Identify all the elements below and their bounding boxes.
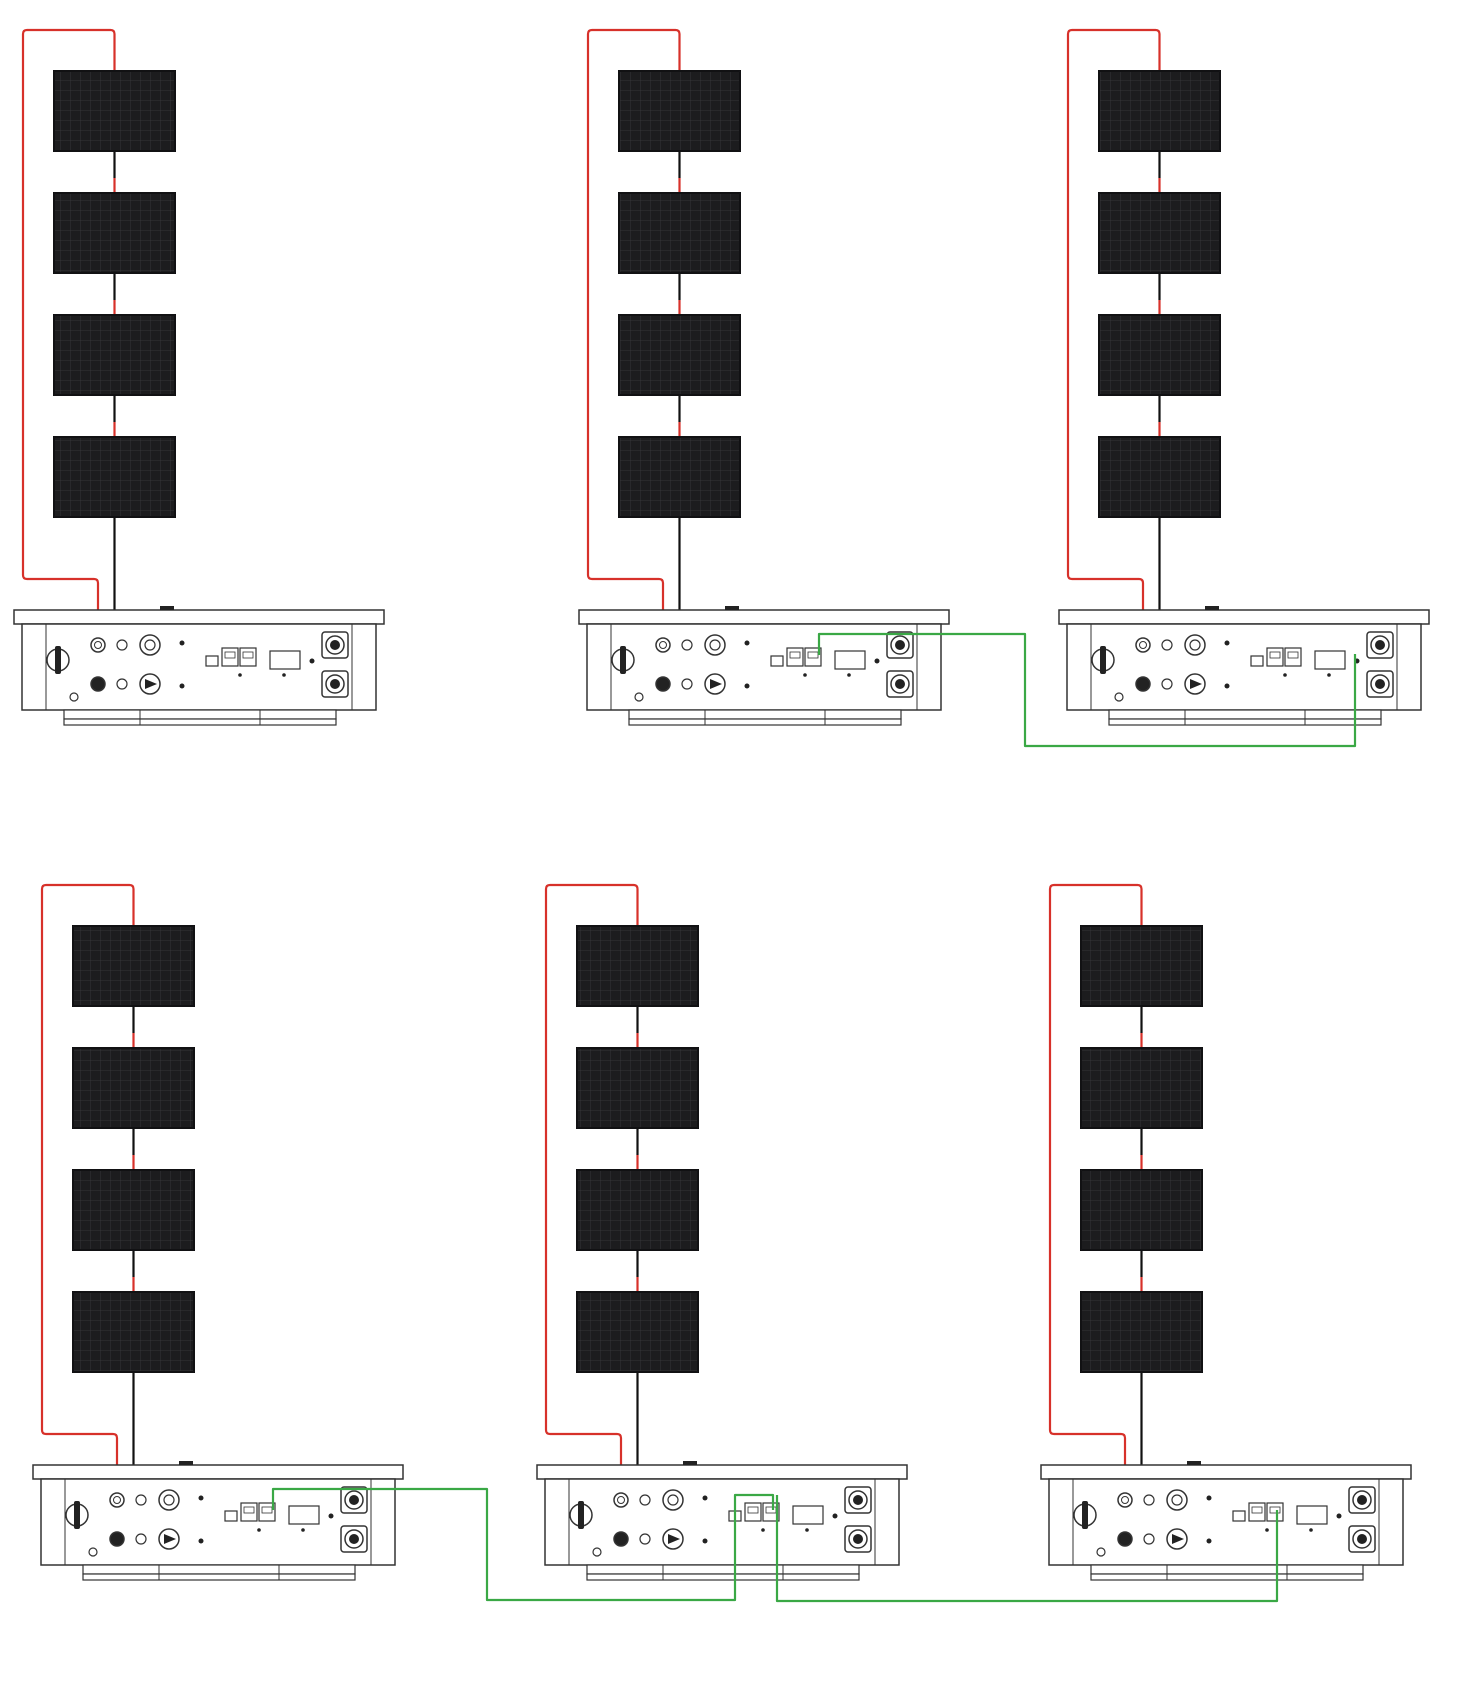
positive-cable bbox=[1066, 28, 1161, 645]
solar-panel-icon bbox=[72, 1291, 195, 1373]
solar-panel-icon bbox=[1080, 1169, 1203, 1251]
pv-negative-connector-icon bbox=[109, 1531, 125, 1547]
inverter-base bbox=[63, 709, 337, 720]
solar-panel-icon bbox=[576, 1047, 699, 1129]
system-1 bbox=[13, 28, 385, 726]
display-icon bbox=[1296, 1505, 1328, 1525]
positive-cable bbox=[1048, 883, 1143, 1500]
solar-panel-icon bbox=[618, 314, 741, 396]
solar-panel-icon bbox=[53, 70, 176, 152]
display-icon bbox=[1314, 650, 1346, 670]
inverter-lid bbox=[1058, 609, 1430, 625]
system-5 bbox=[536, 883, 908, 1581]
comm-port-icon bbox=[1232, 1510, 1246, 1522]
solar-panel-icon bbox=[618, 70, 741, 152]
inverter bbox=[1058, 606, 1430, 726]
inverter bbox=[32, 1461, 404, 1581]
system-3 bbox=[1058, 28, 1430, 726]
solar-panel-icon bbox=[576, 1291, 699, 1373]
solar-panel-icon bbox=[53, 436, 176, 518]
display-icon bbox=[834, 650, 866, 670]
inverter-base bbox=[628, 709, 902, 720]
pv-negative-connector-icon bbox=[655, 676, 671, 692]
display-icon bbox=[288, 1505, 320, 1525]
solar-panel-icon bbox=[618, 436, 741, 518]
pv-negative-connector-icon bbox=[90, 676, 106, 692]
solar-panel-icon bbox=[1080, 1047, 1203, 1129]
solar-panel-icon bbox=[618, 192, 741, 274]
inverter-body bbox=[586, 623, 942, 711]
solar-panel-icon bbox=[1098, 314, 1221, 396]
pv-negative-connector-icon bbox=[1135, 676, 1151, 692]
comm-cable bbox=[775, 1495, 1279, 1603]
solar-panel-icon bbox=[1098, 192, 1221, 274]
system-6 bbox=[1040, 883, 1412, 1581]
comm-port-icon bbox=[770, 655, 784, 667]
inverter-body bbox=[1066, 623, 1422, 711]
pv-negative-connector-icon bbox=[1117, 1531, 1133, 1547]
inverter-lid bbox=[578, 609, 950, 625]
inverter-base bbox=[1090, 1564, 1364, 1575]
solar-panel-icon bbox=[1098, 436, 1221, 518]
inverter bbox=[13, 606, 385, 726]
positive-cable bbox=[21, 28, 116, 645]
comm-port-icon bbox=[1250, 655, 1264, 667]
solar-panel-icon bbox=[1080, 925, 1203, 1007]
inverter-lid bbox=[1040, 1464, 1412, 1480]
system-4 bbox=[32, 883, 404, 1581]
inverter bbox=[536, 1461, 908, 1581]
solar-panel-icon bbox=[576, 925, 699, 1007]
solar-panel-icon bbox=[53, 192, 176, 274]
inverter-base bbox=[82, 1564, 356, 1575]
system-2 bbox=[578, 28, 950, 726]
positive-cable bbox=[544, 883, 639, 1500]
inverter-lid bbox=[536, 1464, 908, 1480]
positive-cable bbox=[586, 28, 681, 645]
display-icon bbox=[269, 650, 301, 670]
solar-panel-icon bbox=[1080, 1291, 1203, 1373]
display-icon bbox=[792, 1505, 824, 1525]
inverter bbox=[1040, 1461, 1412, 1581]
solar-panel-icon bbox=[1098, 70, 1221, 152]
comm-cable bbox=[271, 1487, 775, 1602]
inverter-body bbox=[1048, 1478, 1404, 1566]
comm-port-icon bbox=[224, 1510, 238, 1522]
solar-panel-icon bbox=[72, 1169, 195, 1251]
inverter-lid bbox=[32, 1464, 404, 1480]
comm-cable bbox=[817, 632, 1357, 748]
solar-panel-icon bbox=[72, 1047, 195, 1129]
pv-negative-connector-icon bbox=[613, 1531, 629, 1547]
positive-cable bbox=[40, 883, 135, 1500]
comm-port-icon bbox=[205, 655, 219, 667]
inverter-lid bbox=[13, 609, 385, 625]
inverter-base bbox=[1108, 709, 1382, 720]
inverter bbox=[578, 606, 950, 726]
solar-panel-icon bbox=[53, 314, 176, 396]
inverter-base bbox=[586, 1564, 860, 1575]
solar-panel-icon bbox=[72, 925, 195, 1007]
solar-panel-icon bbox=[576, 1169, 699, 1251]
